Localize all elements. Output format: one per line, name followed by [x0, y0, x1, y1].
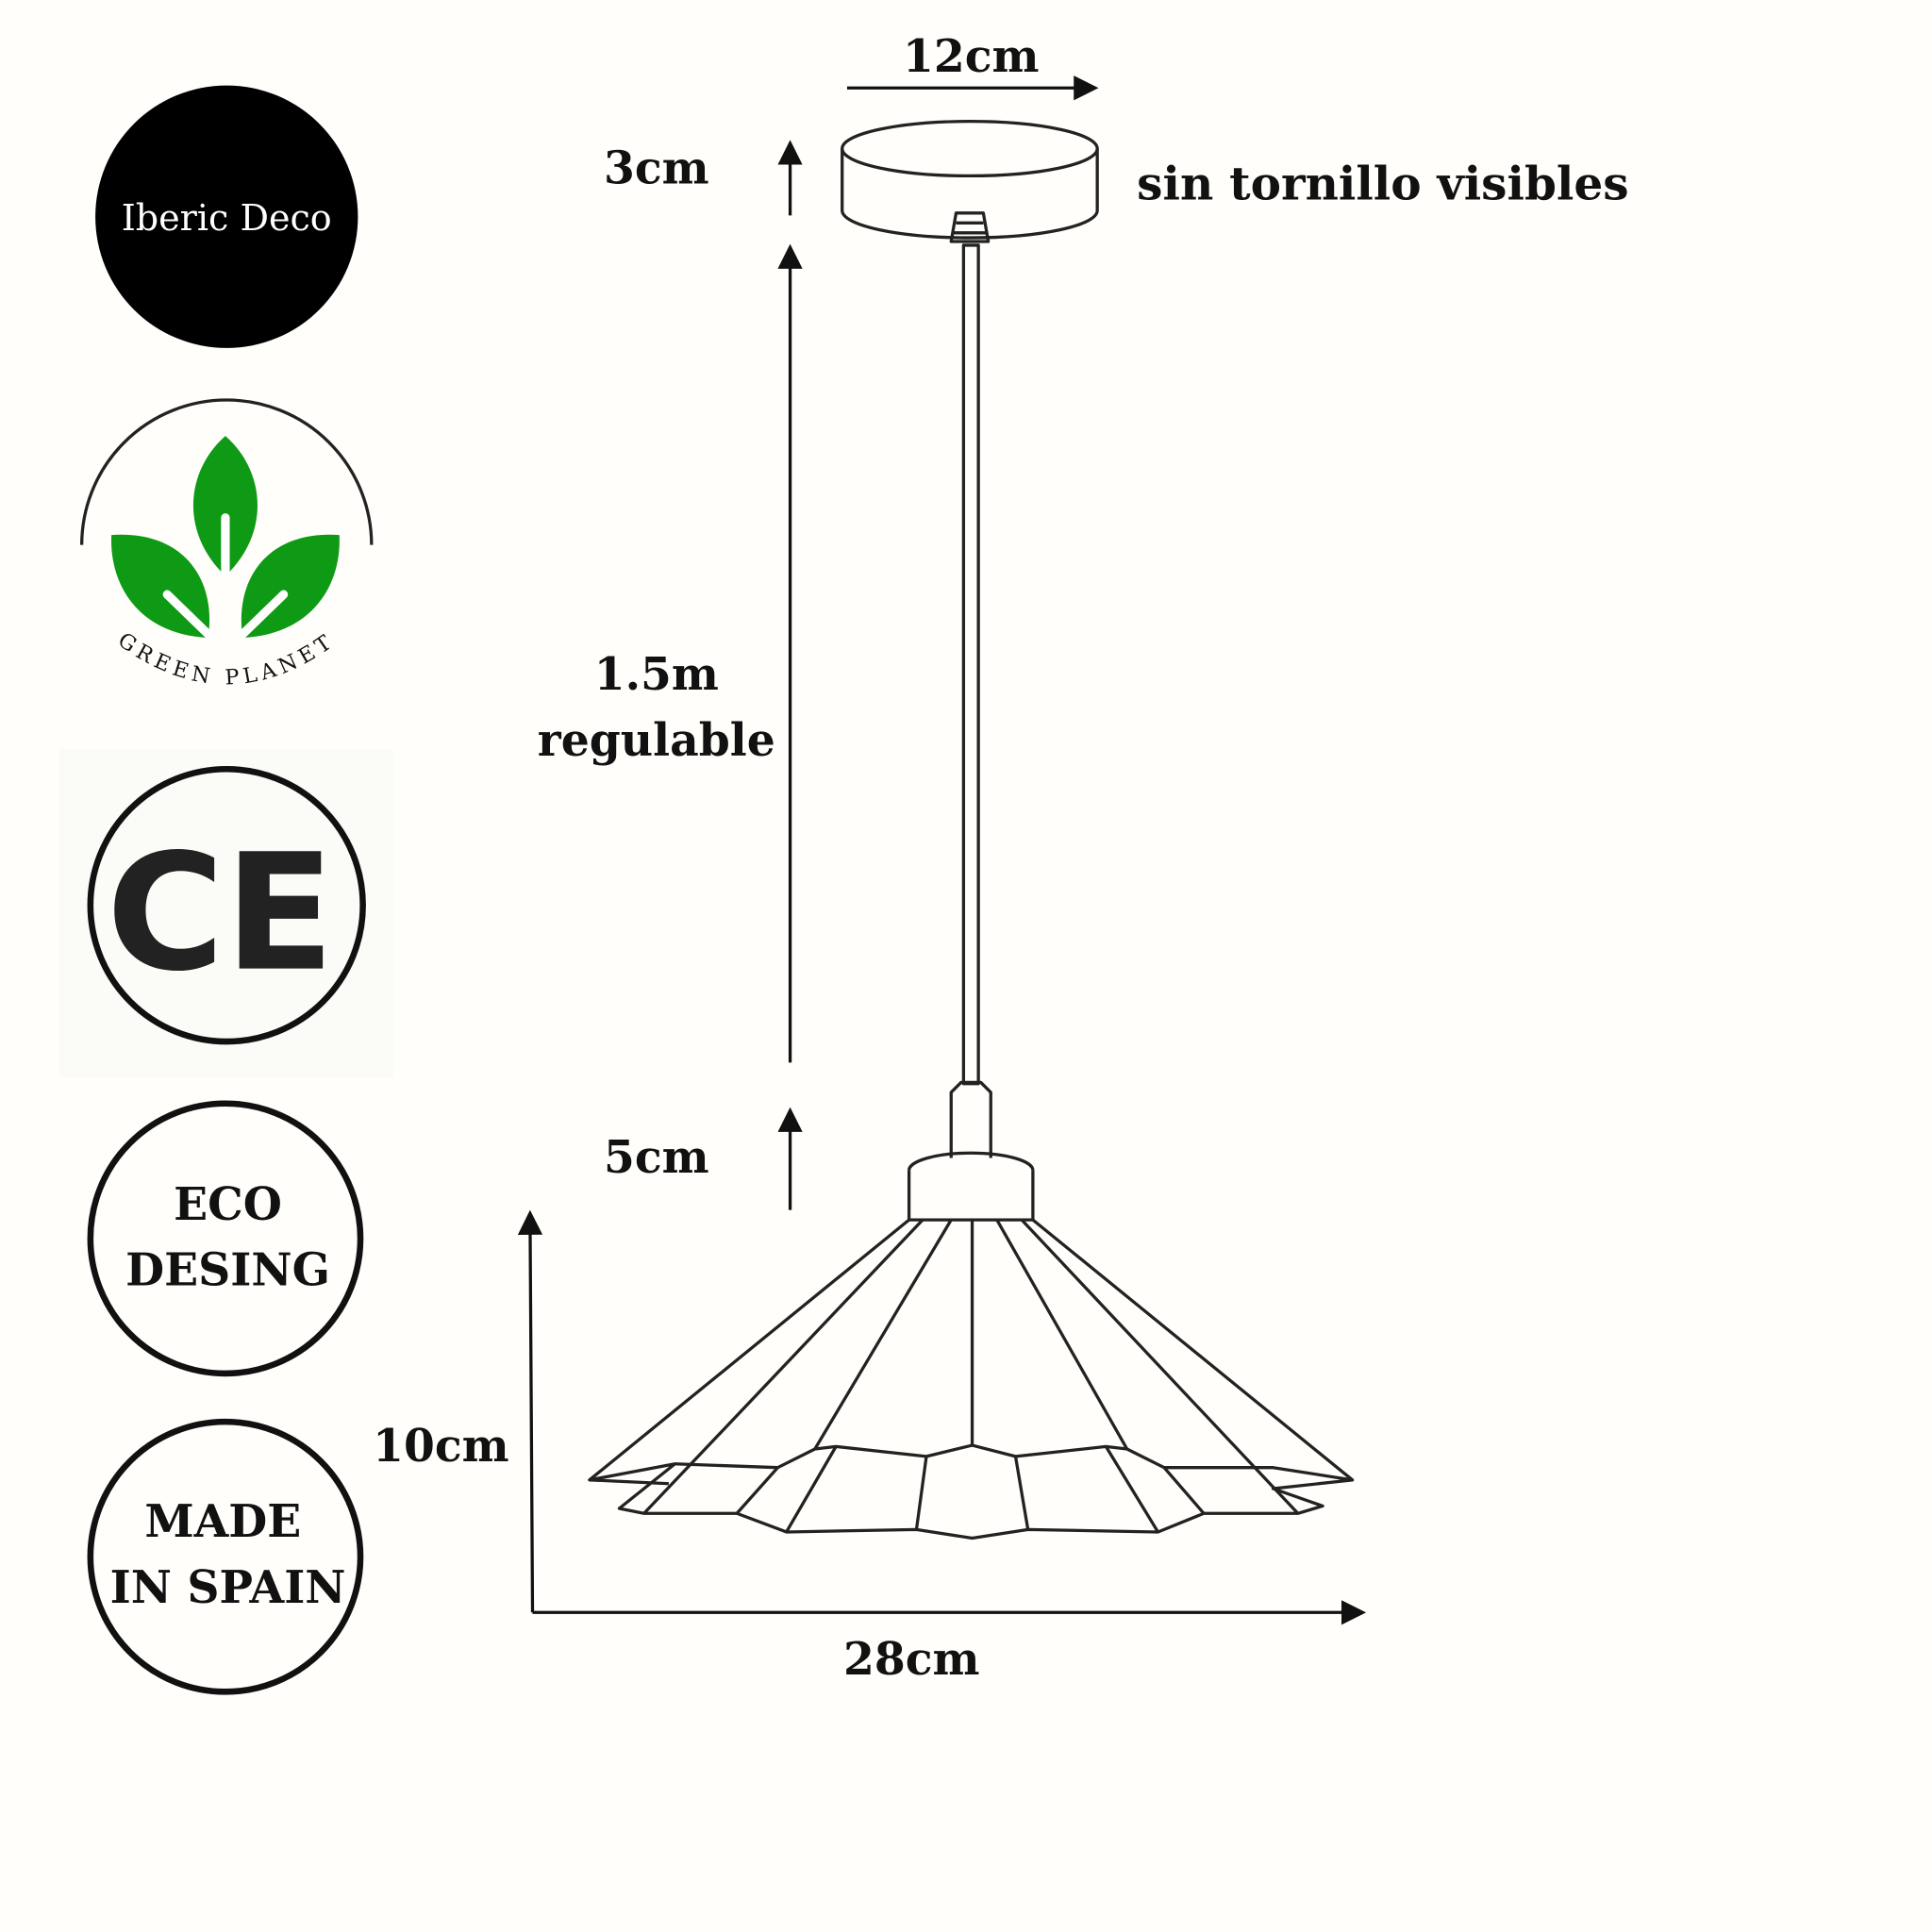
- lamp-socket: [949, 1080, 992, 1158]
- collar-height-label: 5cm: [604, 1132, 709, 1184]
- cable-length-label: 1.5m: [594, 649, 719, 701]
- eco-design-badge: ECO DESING: [87, 1100, 364, 1377]
- made-in-spain-badge: MADE IN SPAIN: [87, 1418, 364, 1695]
- brand-logo-badge: Iberic Deco: [95, 85, 358, 348]
- ceiling-canopy: [841, 120, 1099, 243]
- cable-note-label: regulable: [538, 715, 775, 767]
- eco-line2: DESING: [125, 1245, 330, 1297]
- canopy-height-label: 3cm: [604, 142, 709, 194]
- canopy-note-label: sin tornillo visibles: [1137, 157, 1628, 210]
- ce-badge: CE: [59, 749, 394, 1078]
- lamp-shade: [588, 1218, 1355, 1541]
- shade-width-label: 28cm: [843, 1634, 980, 1686]
- cable: [961, 243, 980, 1086]
- green-planet-badge: GREEN PLANET: [80, 398, 374, 691]
- ce-mark-icon: CE: [107, 821, 335, 1008]
- eco-line1: ECO: [174, 1179, 282, 1231]
- pendant-lamp-illustration: [588, 120, 1355, 1541]
- lamp-collar: [907, 1151, 1035, 1222]
- green-planet-text: GREEN PLANET: [113, 628, 340, 691]
- made-line2: IN SPAIN: [110, 1562, 346, 1614]
- made-line1: MADE: [144, 1496, 301, 1548]
- canopy-width-label: 12cm: [903, 31, 1040, 83]
- shade-height-label: 10cm: [373, 1421, 509, 1473]
- brand-name: Iberic Deco: [122, 197, 332, 239]
